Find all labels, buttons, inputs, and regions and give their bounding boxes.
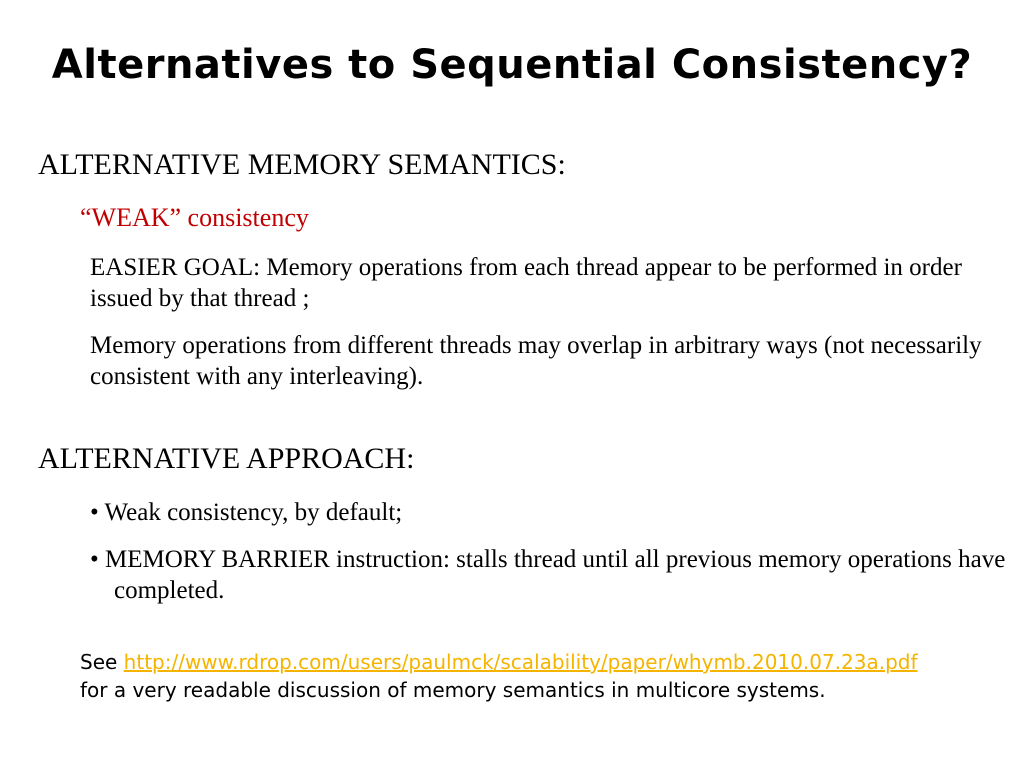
footer-line2: for a very readable discussion of memory… (80, 678, 826, 702)
weak-consistency-subheading: “WEAK” consistency (80, 203, 309, 232)
bullet-weak-default: • Weak consistency, by default; (90, 499, 403, 526)
section-heading-approach: ALTERNATIVE APPROACH: (38, 442, 415, 475)
paragraph-different-threads: Memory operations from different threads… (90, 332, 982, 390)
paper-link[interactable]: http://www.rdrop.com/users/paulmck/scala… (123, 650, 918, 674)
slide-title: Alternatives to Sequential Consistency? (51, 42, 973, 88)
bullet-memory-barrier: • MEMORY BARRIER instruction: stalls thr… (90, 546, 1006, 604)
footer-see: See (80, 650, 124, 674)
section-heading-memory-semantics: ALTERNATIVE MEMORY SEMANTICS: (38, 148, 566, 181)
paragraph-easier-goal: EASIER GOAL: Memory operations from each… (90, 254, 962, 312)
footer-note: See http://www.rdrop.com/users/paulmck/s… (80, 648, 918, 704)
